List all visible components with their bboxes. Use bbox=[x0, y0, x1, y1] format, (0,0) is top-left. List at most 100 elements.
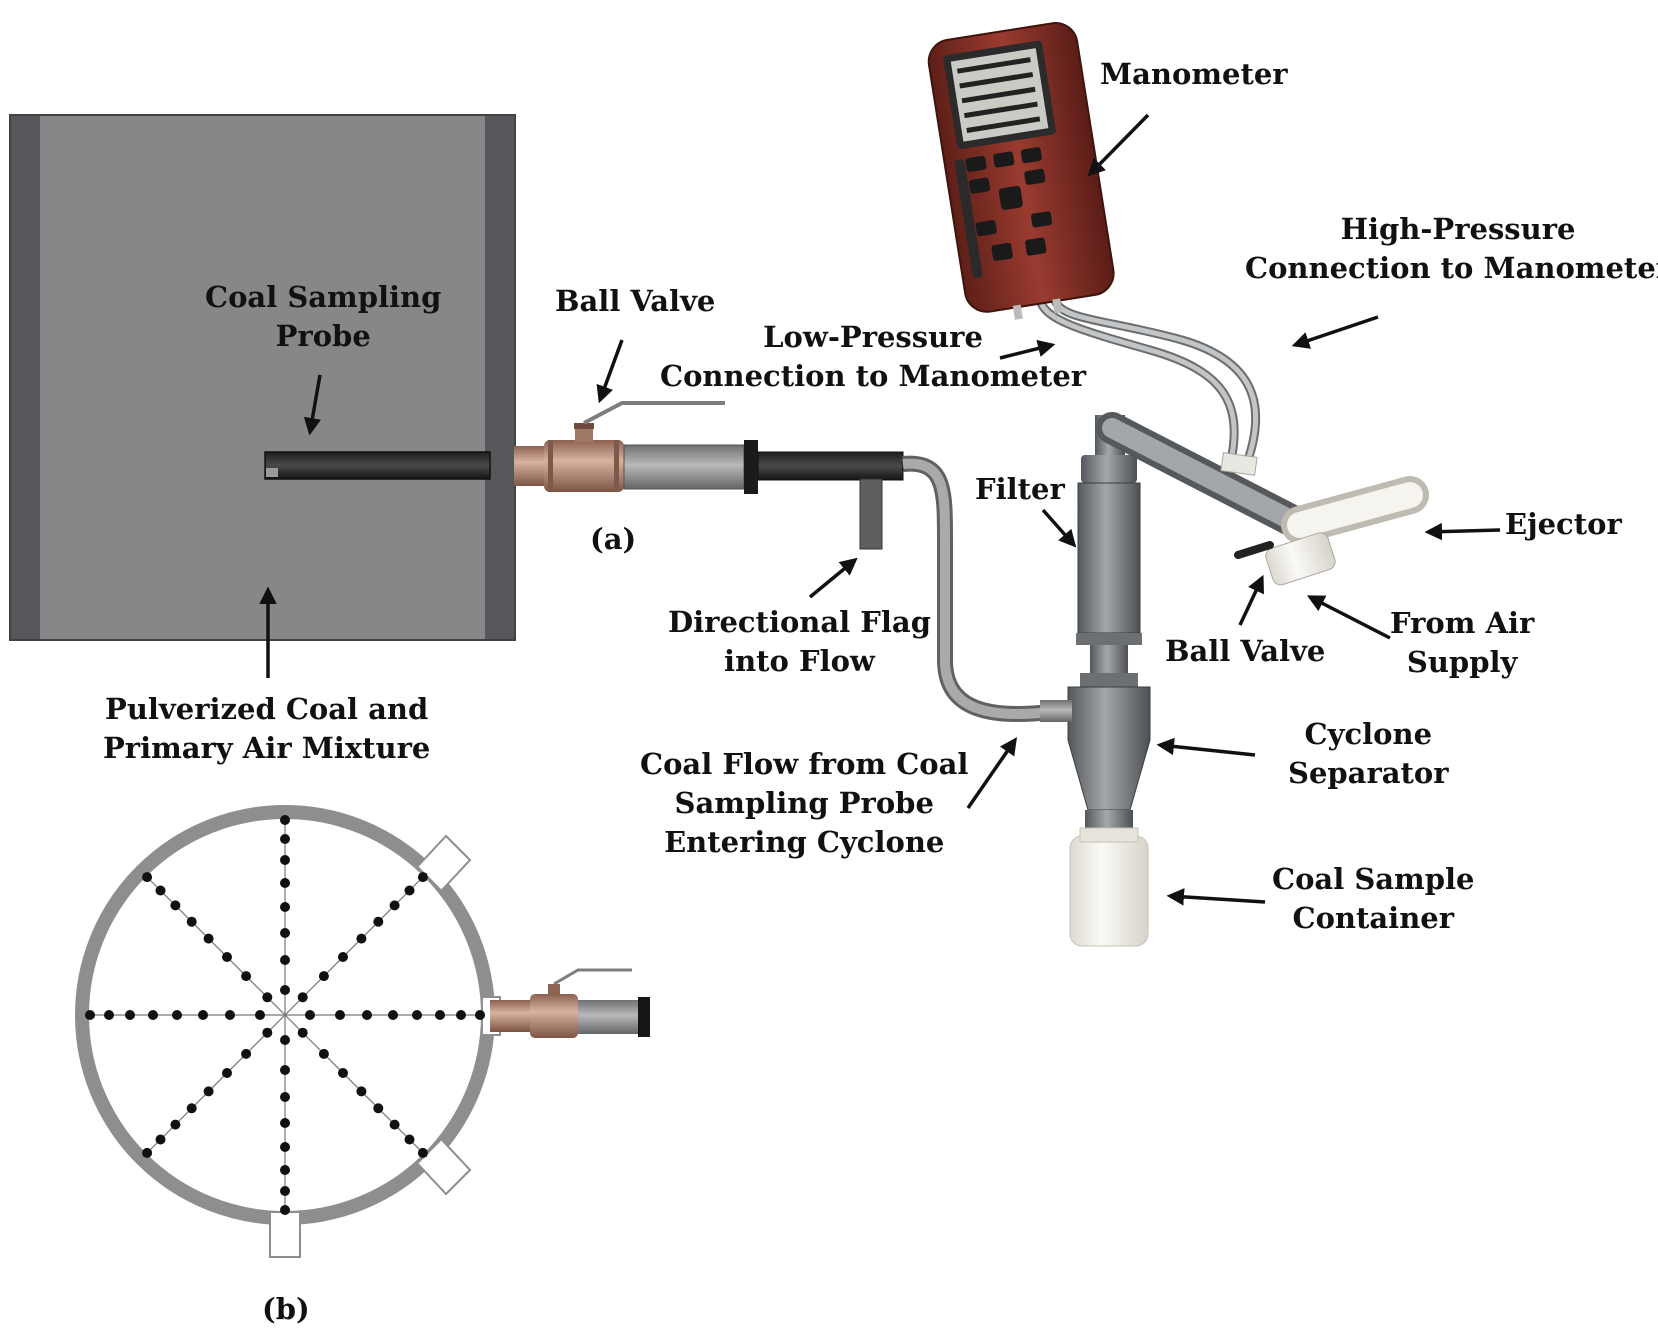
traverse-point bbox=[148, 1010, 158, 1020]
traverse-point bbox=[305, 1010, 315, 1020]
traverse-point bbox=[280, 834, 290, 844]
traverse-point bbox=[280, 1142, 290, 1152]
traverse-point bbox=[338, 1068, 348, 1078]
traverse-point bbox=[172, 1010, 182, 1020]
label-manometer: Manometer bbox=[1100, 57, 1288, 91]
arrow-icon bbox=[1291, 315, 1379, 349]
traverse-point bbox=[280, 902, 290, 912]
traverse-point bbox=[356, 933, 367, 944]
traverse-point bbox=[318, 1048, 329, 1059]
label-ejector: Ejector bbox=[1505, 507, 1622, 541]
traverse-point bbox=[335, 1010, 345, 1020]
traverse-point bbox=[280, 878, 290, 888]
traverse-point bbox=[222, 952, 232, 962]
traverse-point bbox=[198, 1010, 208, 1020]
traverse-point bbox=[170, 1119, 181, 1130]
traverse-point bbox=[222, 1068, 232, 1078]
panel-label-b: (b) bbox=[262, 1292, 310, 1326]
traverse-point bbox=[417, 1147, 428, 1158]
ball-valve-icon bbox=[514, 401, 725, 492]
label-ball-valve-b: Ball Valve bbox=[1165, 634, 1326, 668]
traverse-point bbox=[142, 1147, 153, 1158]
traverse-point bbox=[125, 1010, 135, 1020]
manometer-device-icon bbox=[927, 22, 1115, 320]
arrow-icon bbox=[1156, 737, 1256, 757]
probe-port-b bbox=[490, 968, 650, 1038]
traverse-point bbox=[262, 992, 273, 1003]
traverse-point bbox=[186, 916, 197, 927]
arrow-icon bbox=[1238, 574, 1264, 626]
traverse-point bbox=[389, 1119, 400, 1130]
panel-label-a: (a) bbox=[590, 522, 637, 556]
traverse-point bbox=[280, 1118, 290, 1128]
traverse-point bbox=[203, 1086, 214, 1097]
arrow-icon bbox=[1306, 595, 1391, 640]
traverse-point bbox=[186, 1103, 197, 1114]
traverse-point bbox=[142, 872, 153, 883]
arrow-icon bbox=[1041, 508, 1077, 548]
traverse-point bbox=[155, 1134, 166, 1145]
traverse-point bbox=[456, 1010, 466, 1020]
traverse-point bbox=[404, 885, 415, 896]
arrow-icon bbox=[999, 339, 1056, 360]
traverse-point bbox=[280, 928, 290, 938]
arrow-icon bbox=[596, 339, 624, 404]
traverse-point bbox=[404, 1134, 415, 1145]
traverse-point bbox=[280, 1165, 290, 1175]
coal-sampling-probe bbox=[264, 451, 491, 480]
arrow-icon bbox=[303, 374, 322, 436]
traverse-point bbox=[155, 885, 166, 896]
traverse-point bbox=[373, 916, 384, 927]
traverse-point bbox=[412, 1010, 422, 1020]
duct-wall bbox=[9, 114, 516, 641]
traverse-point bbox=[280, 1092, 290, 1102]
traverse-point bbox=[362, 1010, 372, 1020]
traverse-point bbox=[262, 1027, 273, 1038]
traverse-point bbox=[373, 1103, 384, 1114]
duct-cross-section bbox=[75, 805, 501, 1258]
traverse-point bbox=[280, 815, 290, 825]
arrow-icon bbox=[1424, 522, 1501, 541]
traverse-point bbox=[435, 1010, 445, 1020]
traverse-point bbox=[85, 1010, 95, 1020]
traverse-point bbox=[280, 1035, 290, 1045]
traverse-point bbox=[338, 952, 348, 962]
label-ball-valve-a: Ball Valve bbox=[555, 284, 716, 318]
arrow-icon bbox=[808, 557, 858, 599]
traverse-point bbox=[241, 971, 252, 982]
traverse-point bbox=[356, 1086, 367, 1097]
traverse-point bbox=[388, 1010, 398, 1020]
traverse-point bbox=[280, 855, 290, 865]
traverse-point bbox=[297, 992, 308, 1003]
traverse-point bbox=[280, 985, 290, 995]
ejector bbox=[1234, 476, 1429, 586]
traverse-point bbox=[280, 1186, 290, 1196]
traverse-point bbox=[203, 933, 214, 944]
traverse-point bbox=[297, 1027, 308, 1038]
traverse-point bbox=[280, 955, 290, 965]
traverse-point bbox=[280, 1205, 290, 1215]
traverse-point bbox=[475, 1010, 485, 1020]
traverse-point bbox=[104, 1010, 114, 1020]
arrow-icon bbox=[1087, 113, 1150, 177]
arrow-icon bbox=[966, 737, 1017, 809]
arrow-icon bbox=[1166, 888, 1266, 906]
label-filter: Filter bbox=[975, 472, 1065, 506]
traverse-point bbox=[389, 900, 400, 911]
traverse-point bbox=[225, 1010, 235, 1020]
traverse-point bbox=[417, 872, 428, 883]
traverse-point bbox=[170, 900, 181, 911]
traverse-point bbox=[241, 1048, 252, 1059]
traverse-point bbox=[255, 1010, 265, 1020]
traverse-point bbox=[280, 1065, 290, 1075]
traverse-point bbox=[318, 971, 329, 982]
